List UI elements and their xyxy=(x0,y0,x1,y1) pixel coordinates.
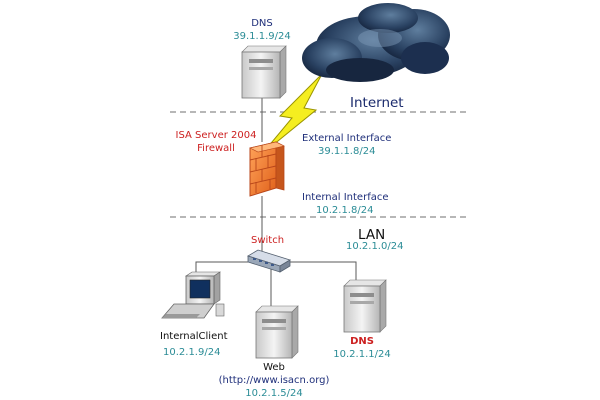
lan-label: LAN xyxy=(358,227,386,243)
switch-label: Switch xyxy=(251,235,285,246)
external-interface-label: External Interface xyxy=(302,133,392,144)
dns-top-name: DNS xyxy=(251,18,273,29)
web-name: Web xyxy=(263,362,285,373)
workstation-icon xyxy=(161,271,225,319)
dns-lan-name: DNS xyxy=(350,336,374,347)
internet-label: Internet xyxy=(350,95,404,111)
dns-top-ip: 39.1.1.9/24 xyxy=(233,31,291,42)
web-ip: 10.2.1.5/24 xyxy=(245,388,303,399)
firewall-title-line2: Firewall xyxy=(197,143,235,154)
client-ip: 10.2.1.9/24 xyxy=(163,347,221,358)
dns-lan-ip: 10.2.1.1/24 xyxy=(333,349,391,360)
network-links xyxy=(195,95,357,308)
dns-server-lan-icon xyxy=(343,279,387,333)
web-url: (http://www.isacn.org) xyxy=(218,375,330,386)
internet-cloud-icon xyxy=(302,3,450,82)
dns-server-top-icon xyxy=(241,45,287,99)
web-server-icon xyxy=(255,305,299,359)
switch-icon xyxy=(247,249,291,273)
client-name: InternalClient xyxy=(160,331,228,342)
firewall-icon xyxy=(249,141,285,197)
internal-interface-label: Internal Interface xyxy=(302,192,389,203)
firewall-title-line1: ISA Server 2004 xyxy=(175,130,257,141)
internal-interface-ip: 10.2.1.8/24 xyxy=(316,205,374,216)
lan-subnet: 10.2.1.0/24 xyxy=(346,241,404,252)
external-interface-ip: 39.1.1.8/24 xyxy=(318,146,376,157)
